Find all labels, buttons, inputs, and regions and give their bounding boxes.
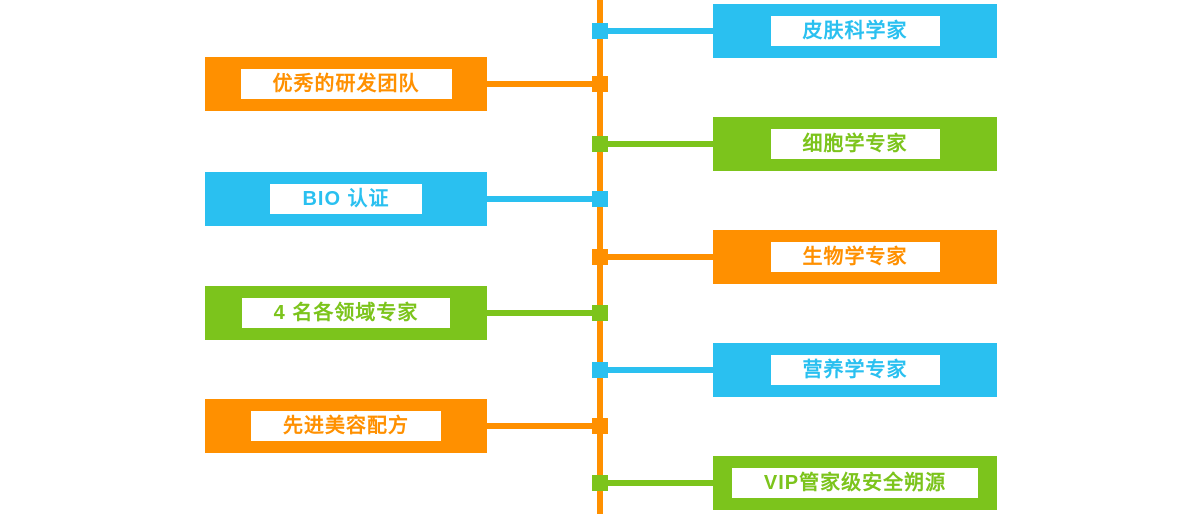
right-item: 细胞学专家	[0, 117, 1200, 171]
item-box: 4 名各领域专家	[205, 286, 487, 340]
timeline-node	[592, 191, 608, 207]
connector-line	[600, 254, 713, 260]
item-label-plate: 优秀的研发团队	[240, 69, 452, 99]
timeline-node	[592, 305, 608, 321]
connector-line	[600, 28, 713, 34]
connector-line	[600, 480, 713, 486]
connector-line	[487, 196, 600, 202]
right-item: 营养学专家	[0, 343, 1200, 397]
right-item: 皮肤科学家	[0, 4, 1200, 58]
left-item: 先进美容配方	[0, 399, 1200, 453]
left-item: 优秀的研发团队	[0, 57, 1200, 111]
timeline-node	[592, 418, 608, 434]
connector-line	[600, 141, 713, 147]
item-label: 细胞学专家	[802, 133, 908, 155]
timeline-node	[592, 136, 608, 152]
left-item: BIO 认证	[0, 172, 1200, 226]
right-item: 生物学专家	[0, 230, 1200, 284]
timeline-node	[592, 362, 608, 378]
connector-line	[487, 81, 600, 87]
item-box: VIP管家级安全朔源	[713, 456, 997, 510]
item-box: 营养学专家	[713, 343, 997, 397]
item-label-plate: 先进美容配方	[251, 411, 441, 441]
connector-line	[487, 310, 600, 316]
item-box: BIO 认证	[205, 172, 487, 226]
item-box: 皮肤科学家	[713, 4, 997, 58]
item-label-plate: 细胞学专家	[770, 129, 940, 159]
item-label-plate: 4 名各领域专家	[241, 298, 451, 328]
item-box: 先进美容配方	[205, 399, 487, 453]
item-label-plate: BIO 认证	[270, 184, 422, 214]
right-item: VIP管家级安全朔源	[0, 456, 1200, 510]
item-label-plate: 生物学专家	[770, 242, 940, 272]
item-label: 先进美容配方	[283, 415, 409, 437]
timeline-node	[592, 475, 608, 491]
timeline-node	[592, 23, 608, 39]
timeline-node	[592, 76, 608, 92]
connector-line	[600, 367, 713, 373]
item-box: 细胞学专家	[713, 117, 997, 171]
item-label: VIP管家级安全朔源	[763, 472, 947, 494]
item-label: 皮肤科学家	[802, 20, 908, 42]
item-label-plate: VIP管家级安全朔源	[731, 468, 979, 498]
connector-line	[487, 423, 600, 429]
item-label: 4 名各领域专家	[273, 302, 419, 324]
item-box: 优秀的研发团队	[205, 57, 487, 111]
item-label: 优秀的研发团队	[272, 73, 420, 95]
item-label-plate: 营养学专家	[770, 355, 940, 385]
item-box: 生物学专家	[713, 230, 997, 284]
item-label: 生物学专家	[802, 246, 908, 268]
timeline-node	[592, 249, 608, 265]
left-item: 4 名各领域专家	[0, 286, 1200, 340]
item-label: BIO 认证	[302, 188, 390, 210]
item-label-plate: 皮肤科学家	[770, 16, 940, 46]
item-label: 营养学专家	[802, 359, 908, 381]
